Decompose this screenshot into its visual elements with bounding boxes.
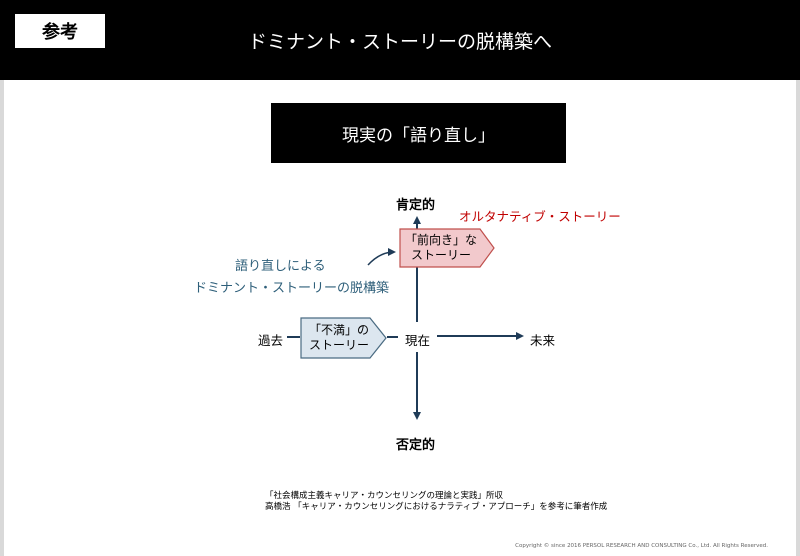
positive-story-line2: ストーリー <box>410 248 471 262</box>
dissatisfied-story-box <box>300 317 387 359</box>
source-note: 「社会構成主義キャリア・カウンセリングの理論と実践」所収 高橋浩 「キャリア・カ… <box>265 491 607 512</box>
retelling-arrow <box>367 248 396 266</box>
alternative-story-label: オルタナティブ・ストーリー <box>459 209 621 224</box>
section-banner: 現実の「語り直し」 <box>271 103 566 163</box>
copyright: Copyright © since 2016 PERSOL RESEARCH A… <box>515 543 768 549</box>
source-line2: 高橋浩 「キャリア・カウンセリングにおけるナラティブ・アプローチ」を参考に筆者作… <box>265 501 608 512</box>
dissatisfied-story-line1: 「不満」の <box>308 323 369 337</box>
page-title: ドミナント・ストーリーの脱構築へ <box>247 30 552 53</box>
dissatisfied-story-line2: ストーリー <box>308 338 369 352</box>
positive-label: 肯定的 <box>396 198 436 213</box>
header-bar <box>0 0 800 80</box>
negative-label: 否定的 <box>396 438 436 453</box>
left-border <box>0 80 4 556</box>
positive-story-line1: 「前向き」な <box>404 233 477 247</box>
present-label: 現在 <box>405 333 431 348</box>
dissatisfied-story-text: 「不満」の ストーリー <box>301 323 377 353</box>
past-label: 過去 <box>258 333 284 348</box>
source-line1: 「社会構成主義キャリア・カウンセリングの理論と実践」所収 <box>265 491 504 501</box>
right-border <box>796 80 800 556</box>
positive-story-box <box>399 228 495 268</box>
retelling-label-line1: 語り直しによる <box>235 259 326 274</box>
reference-tag: 参考 <box>15 14 105 48</box>
future-label: 未来 <box>530 333 556 348</box>
retelling-label-line2: ドミナント・ストーリーの脱構築 <box>194 281 390 296</box>
positive-story-text: 「前向き」な ストーリー <box>400 233 482 263</box>
